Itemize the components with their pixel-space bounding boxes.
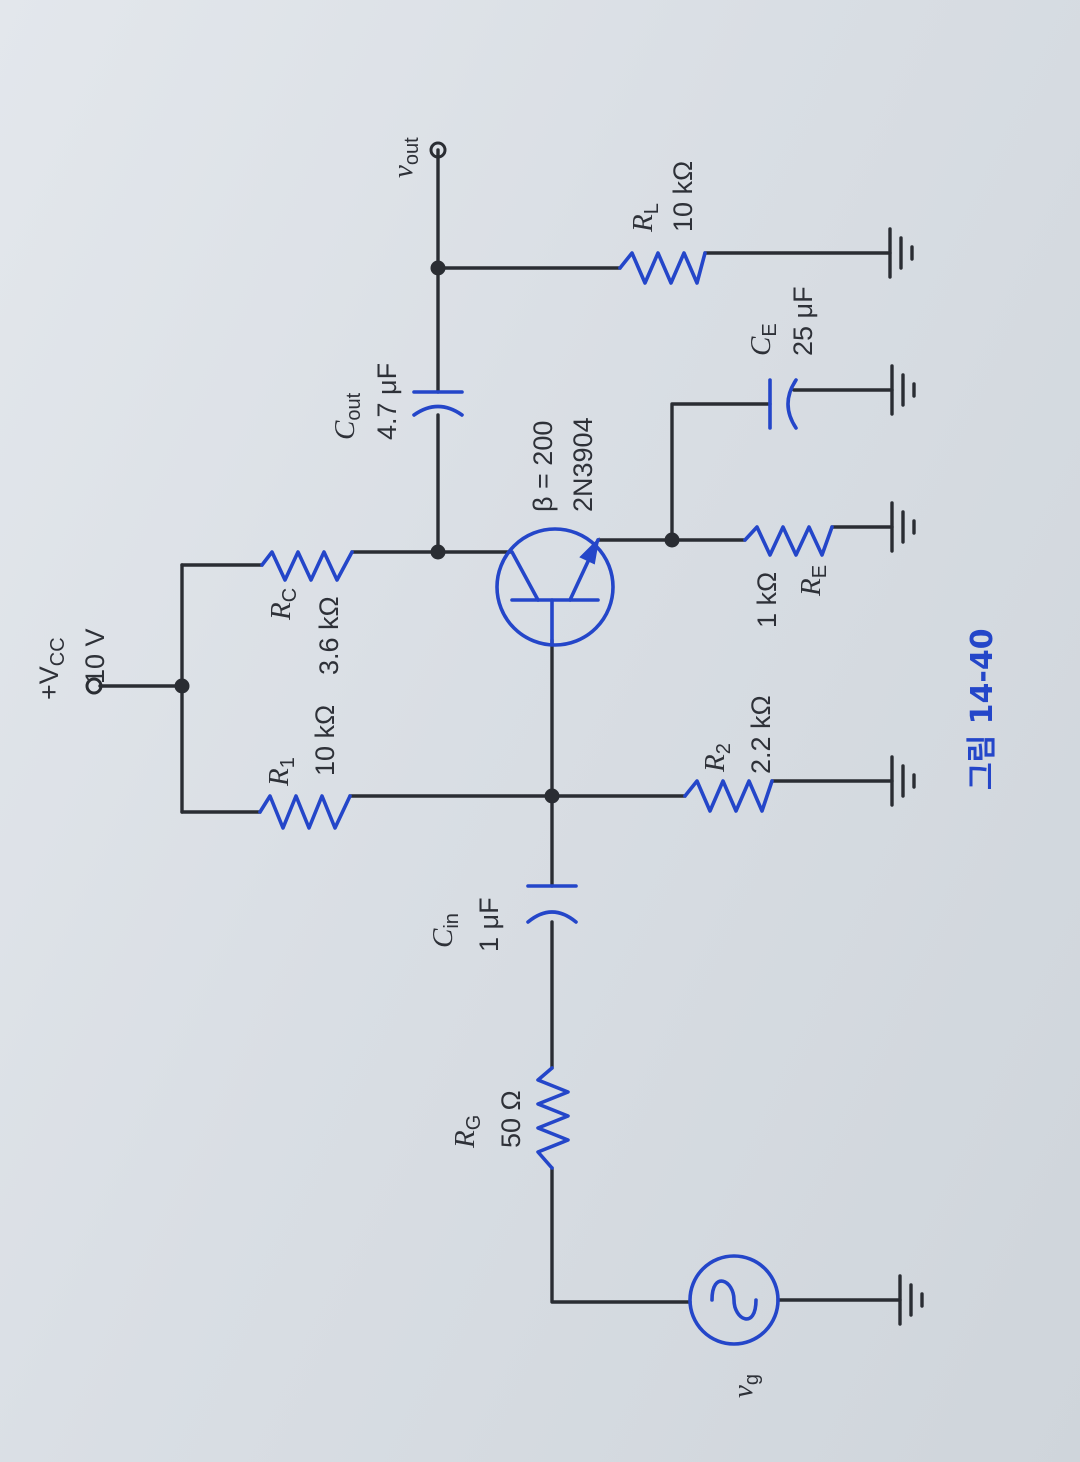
capacitor-cout-icon: [412, 390, 464, 417]
ground-re-icon: [890, 501, 916, 553]
rg-name: RG: [449, 1115, 485, 1149]
transistor-part: 2N3904: [568, 417, 598, 512]
junction-collector: [430, 544, 446, 560]
resistor-rl-icon: [618, 251, 707, 285]
resistor-r1-icon: [258, 794, 352, 830]
junction-base: [544, 788, 560, 804]
re-name: RE: [795, 565, 831, 597]
ce-name: CE: [745, 323, 781, 356]
figure-caption: 그림 14-40: [965, 628, 1000, 790]
ground-source-icon: [898, 1274, 924, 1326]
ac-source-icon: [688, 1254, 780, 1346]
vcc-value: 10 V: [80, 628, 110, 684]
re-value: 1 kΩ: [752, 572, 782, 628]
capacitor-ce-icon: [768, 378, 798, 430]
wire-rg-to-source: [550, 1166, 692, 1304]
r2-name: R2: [699, 743, 735, 773]
resistor-re-icon: [743, 525, 834, 557]
wire-emitter-to-ce: [670, 402, 772, 542]
r2-value: 2.2 kΩ: [746, 695, 776, 774]
transistor-2n3904-icon: [495, 527, 615, 647]
junction-output: [430, 260, 446, 276]
cin-name: Cin: [427, 913, 463, 948]
resistor-rg-icon: [536, 1066, 570, 1170]
junctions: [174, 260, 680, 804]
rc-value: 3.6 kΩ: [314, 596, 344, 675]
transistor-beta: β = 200: [528, 421, 558, 512]
rc-name: RC: [265, 588, 301, 621]
junction-vcc: [174, 678, 190, 694]
wires: [98, 148, 902, 1304]
vcc-terminal-icon: [85, 677, 103, 695]
ground-rl-icon: [888, 227, 914, 279]
vout-label: vout: [387, 137, 423, 178]
ce-value: 25 μF: [788, 286, 818, 356]
rl-name: RL: [627, 203, 663, 233]
vout-terminal-icon: [429, 141, 447, 159]
rl-value: 10 kΩ: [668, 161, 698, 232]
cout-name: Cout: [329, 392, 365, 440]
cout-value: 4.7 μF: [372, 363, 402, 440]
vg-label: vg: [727, 1374, 763, 1398]
ground-ce-icon: [890, 364, 916, 416]
r1-value: 10 kΩ: [310, 705, 340, 776]
resistor-rc-icon: [260, 550, 354, 582]
r1-name: R1: [263, 757, 299, 787]
rg-value: 50 Ω: [496, 1090, 526, 1148]
resistor-r2-icon: [683, 779, 774, 813]
capacitor-cin-icon: [526, 884, 578, 924]
ground-r2-icon: [890, 755, 916, 807]
cin-value: 1 μF: [474, 897, 504, 952]
junction-emitter: [664, 532, 680, 548]
vcc-label: +VCC: [34, 637, 69, 700]
